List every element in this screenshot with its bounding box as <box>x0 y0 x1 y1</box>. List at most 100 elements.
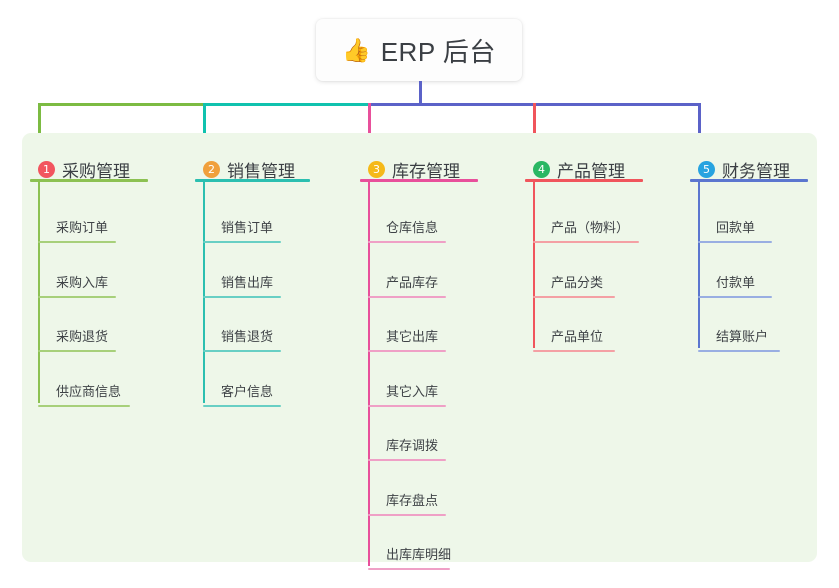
module-item-finance-3[interactable]: 结算账户 <box>698 326 780 352</box>
module-item-label: 仓库信息 <box>386 220 439 235</box>
root-node-erp-backend[interactable]: 👍 ERP 后台 <box>316 19 522 81</box>
module-item-finance-1[interactable]: 回款单 <box>698 217 772 243</box>
module-header-inventory[interactable]: 3 库存管理 <box>368 157 460 182</box>
module-item-inventory-3[interactable]: 其它出库 <box>368 326 446 352</box>
module-item-rule <box>698 350 780 352</box>
module-item-rule <box>698 241 772 243</box>
module-item-sales-3[interactable]: 销售退货 <box>203 326 281 352</box>
module-item-label: 回款单 <box>716 220 756 235</box>
module-item-label: 其它出库 <box>386 329 439 344</box>
module-item-label: 出库库明细 <box>386 547 452 562</box>
module-item-label: 产品单位 <box>551 329 604 344</box>
module-title-finance: 财务管理 <box>722 162 790 181</box>
module-item-sales-1[interactable]: 销售订单 <box>203 217 281 243</box>
module-header-finance[interactable]: 5 财务管理 <box>698 157 790 182</box>
module-item-rule <box>368 568 450 570</box>
drop-product <box>533 103 536 147</box>
module-item-purchasing-2[interactable]: 采购入库 <box>38 272 116 298</box>
module-item-rule <box>203 295 281 298</box>
module-item-rule <box>533 350 615 352</box>
root-node-title: ERP 后台 <box>380 36 496 67</box>
module-stem-sales <box>203 179 205 403</box>
drop-inventory <box>368 103 371 147</box>
module-item-rule <box>368 295 446 298</box>
thumbs-up-icon: 👍 <box>342 36 371 63</box>
module-item-label: 产品库存 <box>386 274 439 290</box>
module-item-finance-2[interactable]: 付款单 <box>698 272 772 298</box>
module-item-rule <box>533 295 615 298</box>
module-item-rule <box>368 404 446 407</box>
module-badge-purchasing: 1 <box>38 161 55 178</box>
module-badge-finance: 5 <box>698 161 715 178</box>
module-header-rule-finance <box>690 179 808 182</box>
module-item-inventory-4[interactable]: 其它入库 <box>368 381 446 407</box>
module-item-purchasing-1[interactable]: 采购订单 <box>38 217 116 243</box>
module-item-label: 付款单 <box>716 274 756 290</box>
module-item-inventory-6[interactable]: 库存盘点 <box>368 490 446 516</box>
module-item-label: 结算账户 <box>716 329 769 344</box>
module-item-product-1[interactable]: 产品（物料） <box>533 217 639 243</box>
module-item-rule <box>38 404 130 407</box>
module-header-rule-sales <box>195 179 310 182</box>
module-item-label: 客户信息 <box>221 383 274 399</box>
module-item-rule <box>368 459 446 461</box>
module-item-inventory-7[interactable]: 出库库明细 <box>368 544 452 570</box>
module-item-inventory-1[interactable]: 仓库信息 <box>368 217 446 243</box>
trunk-line <box>419 81 422 106</box>
module-item-rule <box>533 241 639 243</box>
module-item-sales-4[interactable]: 客户信息 <box>203 381 281 407</box>
module-item-product-2[interactable]: 产品分类 <box>533 272 615 298</box>
module-item-inventory-2[interactable]: 产品库存 <box>368 272 446 298</box>
module-item-label: 销售订单 <box>221 220 274 235</box>
module-item-purchasing-3[interactable]: 采购退货 <box>38 326 116 352</box>
module-badge-inventory: 3 <box>368 161 385 178</box>
drop-sales <box>203 103 206 147</box>
module-item-sales-2[interactable]: 销售出库 <box>203 272 281 298</box>
module-item-purchasing-4[interactable]: 供应商信息 <box>38 381 130 407</box>
drop-finance <box>698 103 701 147</box>
module-item-rule <box>38 350 116 352</box>
module-header-rule-inventory <box>360 179 478 182</box>
module-badge-product: 4 <box>533 161 550 178</box>
module-title-product: 产品管理 <box>557 162 625 181</box>
connector-bar-green <box>38 103 206 106</box>
module-item-label: 供应商信息 <box>56 383 122 399</box>
module-stem-finance <box>698 179 700 348</box>
module-item-label: 销售出库 <box>221 274 274 290</box>
module-item-label: 采购入库 <box>56 274 109 290</box>
module-item-rule <box>38 295 116 298</box>
module-item-rule <box>203 350 281 352</box>
module-item-rule <box>38 241 116 243</box>
drop-purchasing <box>38 103 41 147</box>
module-header-sales[interactable]: 2 销售管理 <box>203 157 295 182</box>
module-item-label: 产品分类 <box>551 274 604 290</box>
module-title-sales: 销售管理 <box>227 162 295 181</box>
module-item-rule <box>698 295 772 298</box>
module-item-rule <box>203 404 281 407</box>
module-badge-sales: 2 <box>203 161 220 178</box>
module-item-product-3[interactable]: 产品单位 <box>533 326 615 352</box>
module-item-rule <box>368 350 446 352</box>
module-stem-purchasing <box>38 179 40 403</box>
module-header-rule-product <box>525 179 643 182</box>
module-item-label: 销售退货 <box>221 329 274 344</box>
module-item-label: 产品（物料） <box>551 220 630 235</box>
connector-bar-teal <box>203 103 371 106</box>
module-item-rule <box>203 241 281 243</box>
module-header-rule-purchasing <box>30 179 148 182</box>
module-header-product[interactable]: 4 产品管理 <box>533 157 625 182</box>
module-stem-inventory <box>368 179 370 566</box>
module-item-label: 采购退货 <box>56 329 109 344</box>
module-item-rule <box>368 241 446 243</box>
module-title-purchasing: 采购管理 <box>62 162 130 181</box>
module-item-inventory-5[interactable]: 库存调拨 <box>368 435 446 461</box>
module-item-rule <box>368 513 446 516</box>
module-item-label: 库存调拨 <box>386 438 439 453</box>
module-header-purchasing[interactable]: 1 采购管理 <box>38 157 130 182</box>
module-item-label: 其它入库 <box>386 383 439 399</box>
module-item-label: 采购订单 <box>56 220 109 235</box>
module-title-inventory: 库存管理 <box>392 162 460 181</box>
module-stem-product <box>533 179 535 348</box>
modules-panel: 1 采购管理 采购订单 采购入库 采购退货 供应商信息 2 销售管理 销售订单 … <box>22 133 817 570</box>
